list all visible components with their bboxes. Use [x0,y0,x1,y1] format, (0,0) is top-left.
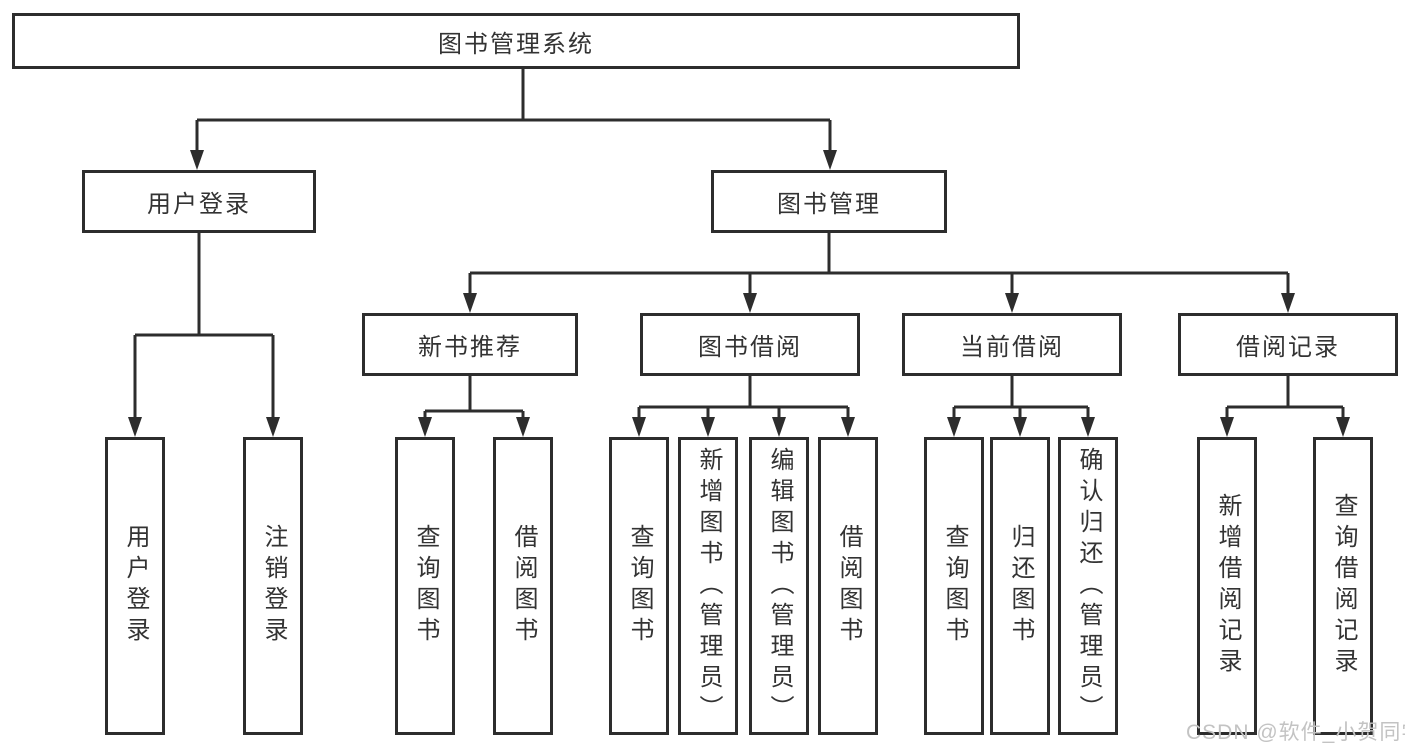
leaf-label: 编辑图书（管理员） [766,446,793,726]
leaf-label: 查询借阅记录 [1330,493,1357,679]
node-new-book-recommend: 新书推荐 [362,313,578,376]
leaf-label: 注销登录 [260,524,287,648]
leaf-query-books-current: 查询图书 [924,437,984,735]
leaf-label: 借阅图书 [835,524,862,648]
leaf-label: 用户登录 [122,524,149,648]
connector-userlogin-to-leaves [133,233,275,419]
arrowheads-userlogin-leaves [128,417,280,437]
node-borrow-records: 借阅记录 [1178,313,1398,376]
connector-bookmgmt-to-level3 [468,233,1290,295]
connector-newbook-to-leaves [423,376,525,419]
connector-current-to-leaves [952,376,1090,419]
csdn-watermark: CSDN @软件_小贺同学 [1186,721,1405,744]
leaf-borrow-books: 借阅图书 [818,437,878,735]
node-label: 借阅记录 [1236,334,1340,361]
leaf-query-books-borrowing: 查询图书 [609,437,669,735]
arrowheads-borrowing-leaves [632,417,855,437]
leaf-return-books: 归还图书 [990,437,1050,735]
leaf-query-books-recommend: 查询图书 [395,437,455,735]
leaf-label: 新增图书（管理员） [695,446,722,726]
leaf-user-login: 用户登录 [105,437,165,735]
node-label: 当前借阅 [960,334,1064,361]
leaf-label: 确认归还（管理员） [1075,446,1102,726]
node-root-system: 图书管理系统 [12,13,1020,69]
leaf-label: 查询图书 [412,524,439,648]
node-label: 图书管理系统 [438,30,594,58]
leaf-confirm-return-admin: 确认归还（管理员） [1058,437,1118,735]
leaf-label: 新增借阅记录 [1214,493,1241,679]
leaf-label: 查询图书 [941,524,968,648]
node-label: 用户登录 [147,191,251,218]
leaf-logout: 注销登录 [243,437,303,735]
connector-borrowing-to-leaves [637,376,850,419]
node-user-login: 用户登录 [82,170,316,233]
leaf-edit-books-admin: 编辑图书（管理员） [749,437,809,735]
leaf-label: 查询图书 [626,524,653,648]
leaf-add-books-admin: 新增图书（管理员） [678,437,738,735]
node-book-management: 图书管理 [711,170,947,233]
arrowheads-newbook-leaves [418,417,530,437]
connector-root-to-level2 [195,68,832,152]
connector-records-to-leaves [1225,376,1345,419]
node-label: 图书管理 [777,191,881,218]
leaf-label: 借阅图书 [510,524,537,648]
node-current-borrowing: 当前借阅 [902,313,1122,376]
node-label: 新书推荐 [418,334,522,361]
node-label: 图书借阅 [698,334,802,361]
leaf-label: 归还图书 [1007,524,1034,648]
arrowheads-records-leaves [1220,417,1350,437]
arrowheads-level2 [190,150,837,170]
arrowheads-level3 [463,293,1295,313]
arrowheads-current-leaves [947,417,1095,437]
node-book-borrowing: 图书借阅 [640,313,860,376]
leaf-borrow-books-recommend: 借阅图书 [493,437,553,735]
leaf-query-borrow-record: 查询借阅记录 [1313,437,1373,735]
leaf-add-borrow-record: 新增借阅记录 [1197,437,1257,735]
